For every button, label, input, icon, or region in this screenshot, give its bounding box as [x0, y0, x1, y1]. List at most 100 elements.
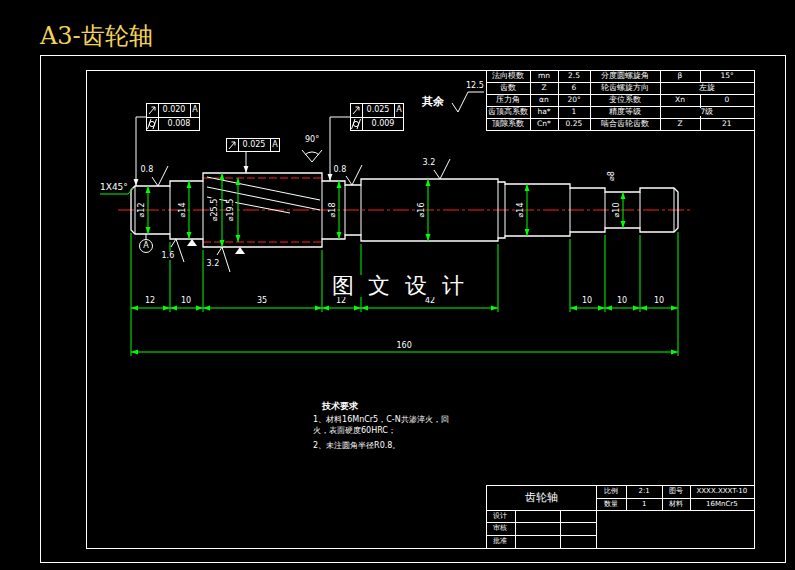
- diameter-text: ⌀25.5: [211, 198, 219, 223]
- shaft-outline: [131, 173, 678, 247]
- roughness-symbol: [346, 165, 362, 185]
- title-block-cell: 图号: [668, 488, 684, 495]
- roughness-value: 3.2: [206, 260, 221, 268]
- length-text: 160: [396, 342, 413, 350]
- dim-line: [361, 308, 498, 309]
- diameter-text: ⌀19.5: [227, 198, 235, 223]
- dim-line: [570, 308, 605, 309]
- title-block-cell: 16MnCr5: [705, 501, 739, 508]
- dim-line: [170, 308, 203, 309]
- diameter-text: ⌀8: [608, 170, 616, 182]
- frame-border: [147, 104, 200, 131]
- roughness-symbol: [152, 166, 168, 186]
- cylindricity-symbol: [352, 119, 361, 129]
- table-cell: Xn: [674, 96, 686, 104]
- title-block-cell: 比例: [603, 488, 619, 495]
- roughness-value: 12.5: [465, 82, 485, 90]
- dim-line: [623, 192, 624, 228]
- frame-border: [351, 104, 404, 131]
- diameter-text: ⌀18: [328, 202, 336, 219]
- table-cell: 7级: [700, 108, 715, 116]
- table-cell: Z: [677, 120, 684, 128]
- tolerance-frame: 0.020A0.008: [146, 103, 200, 131]
- angle-text: 90°: [304, 136, 320, 144]
- frame-dividers: [350, 103, 404, 131]
- table-cell: Z: [541, 84, 548, 92]
- tolerance-frame: 0.025A: [226, 138, 280, 152]
- table-cell: 啮合齿轮齿数: [600, 120, 650, 128]
- outer-border: [41, 56, 786, 563]
- runout-symbol: [353, 107, 359, 114]
- title-block-cell: 材料: [668, 501, 684, 508]
- diameter-text: ⌀14: [516, 202, 524, 219]
- dim-line: [339, 181, 340, 239]
- angle-mark: [302, 150, 322, 162]
- diameter-text: ⌀12: [137, 202, 145, 219]
- diameter-dimensions: [148, 173, 623, 247]
- table-cell: 齿数: [499, 84, 517, 92]
- frame-value: A: [190, 103, 200, 117]
- runout-symbol: [149, 107, 155, 114]
- leader-line: [246, 152, 247, 173]
- table-cell: 精度等级: [608, 108, 642, 116]
- table-cell: αn: [538, 96, 550, 104]
- table-cell: 左旋: [698, 84, 716, 92]
- length-text: 12: [144, 297, 156, 305]
- frame-border: [227, 139, 280, 152]
- dim-line: [640, 308, 678, 309]
- table-cell: 轮齿螺旋方向: [600, 84, 650, 92]
- length-text: 10: [180, 297, 192, 305]
- roughness-value: 3.2: [422, 159, 437, 167]
- table-cell: 21: [721, 120, 733, 128]
- length-text: 10: [581, 297, 593, 305]
- technical-note: 2、未注圆角半径R0.8。: [312, 440, 454, 451]
- roughness-symbol: [452, 92, 484, 112]
- diameter-text: ⌀16: [417, 202, 425, 219]
- dim-line: [189, 181, 190, 239]
- title-block-cell: 审核: [492, 525, 508, 532]
- watermark: 图 文 设 计: [331, 275, 470, 297]
- leader-line: [330, 117, 350, 181]
- helix-lines: [207, 177, 320, 213]
- roughness-value: 0.8: [333, 166, 348, 174]
- table-cell: ha*: [537, 108, 552, 116]
- title-block-grid: [486, 485, 755, 549]
- frame-value: 0.009: [362, 117, 404, 131]
- table-cell: mn: [537, 72, 551, 80]
- cylindricity-symbol: [148, 119, 157, 129]
- leader-line: [136, 117, 146, 186]
- datum-label: A: [139, 239, 153, 253]
- title-block-border: [487, 486, 755, 549]
- drawing-title: A3-齿轮轴: [40, 24, 153, 48]
- title-block-cell: 2:1: [638, 488, 651, 495]
- frame-value: 0.025: [238, 138, 270, 152]
- table-cell: β: [677, 72, 684, 80]
- inner-border: [87, 71, 755, 549]
- part-name: 齿轮轴: [524, 492, 559, 503]
- datum-letter: A: [139, 239, 153, 253]
- dim-line: [148, 186, 149, 234]
- frame-dividers: [239, 138, 271, 152]
- title-block-lines: [486, 485, 754, 548]
- parameter-table-grid: [486, 70, 755, 131]
- table-cell: Cn*: [536, 120, 552, 128]
- roughness-value: 1.6: [161, 252, 176, 260]
- dim-line: [222, 173, 223, 247]
- roughness-symbols: [152, 92, 484, 272]
- dim-line: [203, 308, 322, 309]
- frame-value: 0.008: [158, 117, 200, 131]
- chamfer-note: 1X45°: [99, 183, 129, 192]
- notes-heading: 技术要求: [321, 402, 359, 411]
- frame-dividers: [146, 103, 200, 131]
- length-text: 12: [335, 297, 347, 305]
- table-cell: 0.25: [565, 120, 584, 128]
- title-block-cell: XXXX.XXXT-10: [696, 488, 749, 495]
- roughness-value: 0.8: [140, 166, 155, 174]
- datum-circle-outline: [140, 240, 153, 253]
- dim-line: [131, 308, 170, 309]
- table-cell: 顶隙系数: [491, 120, 525, 128]
- dim-line: [131, 352, 678, 353]
- table-cell: 变位系数: [608, 96, 642, 104]
- table-cell: 6: [571, 84, 578, 92]
